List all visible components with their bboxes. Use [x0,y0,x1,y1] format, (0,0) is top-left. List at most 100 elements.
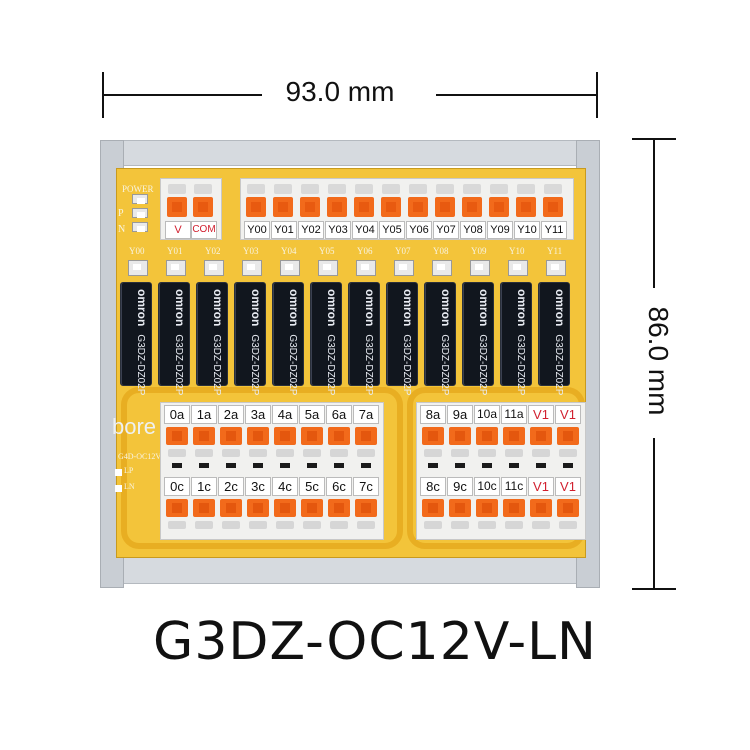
terminal-label: Y09 [487,221,513,239]
relay-brand: omron [249,289,263,327]
terminal-y08[interactable]: Y08 [460,181,486,239]
terminal-label: 10a [474,405,500,424]
relay-part: G3DZ-DZ02P [515,334,526,396]
terminal-y09[interactable]: Y09 [487,181,513,239]
terminal-label: 1c [191,477,217,496]
terminal-y11[interactable]: Y11 [541,181,567,239]
led-label: Y06 [357,246,373,256]
relay-part: G3DZ-DZ02P [287,334,298,396]
relay: omronG3DZ-DZ02P [272,282,304,395]
lp-marker [115,469,122,476]
status-led [432,260,452,276]
ln-marker [115,485,122,492]
status-led [242,260,262,276]
terminal-label: Y04 [352,221,378,239]
left-terminal-block: 0a 1a 2a 3a 4a 5a 6a 7a 0c 1c 2c 3c 4c 5… [160,402,384,540]
terminal-label: V1 [528,477,554,496]
height-label: 86.0 mm [643,306,674,416]
terminal-label: 1a [191,405,217,424]
led-label: Y03 [243,246,259,256]
terminal-label: V1 [555,405,581,424]
terminal-y04[interactable]: Y04 [352,181,378,239]
terminal-label: Y01 [271,221,297,239]
led-label: Y01 [167,246,183,256]
height-line-top [653,138,655,288]
bottom-rail [100,556,600,584]
terminal-y00[interactable]: Y00 [244,181,270,239]
terminal-label: 11a [501,405,527,424]
terminal-label: V1 [528,405,554,424]
relay: omronG3DZ-DZ02P [234,282,266,395]
relay: omronG3DZ-DZ02P [120,282,152,395]
relay-brand: omron [439,289,453,327]
relay-part: G3DZ-DZ02P [249,334,260,396]
terminal-label: 5c [299,477,325,496]
silk-power: POWER [122,184,154,194]
led-label: Y11 [547,246,563,256]
terminal-y06[interactable]: Y06 [406,181,432,239]
terminal-label: 0c [164,477,190,496]
terminal-label: 2c [218,477,244,496]
terminal-y07[interactable]: Y07 [433,181,459,239]
relay: omronG3DZ-DZ02P [462,282,494,395]
relay: omronG3DZ-DZ02P [158,282,190,395]
silk-lp: LP [124,466,134,475]
terminal-label-v: V [165,221,191,239]
led-label: Y05 [319,246,335,256]
terminal-label: 0a [164,405,190,424]
status-led [546,260,566,276]
width-label: 93.0 mm [285,76,395,107]
terminal-label: Y02 [298,221,324,239]
terminal-y10[interactable]: Y10 [514,181,540,239]
height-line-bottom [653,438,655,590]
terminal-y01[interactable]: Y01 [271,181,297,239]
terminal-y02[interactable]: Y02 [298,181,324,239]
terminal-v[interactable]: V [165,181,191,239]
relay-brand: omron [515,289,529,327]
led-label: Y10 [509,246,525,256]
led-label: Y00 [129,246,145,256]
power-led [132,194,148,204]
relay-part: G3DZ-DZ02P [553,334,564,396]
led-label: Y08 [433,246,449,256]
terminal-label: 3a [245,405,271,424]
led-label: Y04 [281,246,297,256]
terminal-label: 4a [272,405,298,424]
terminal-com[interactable]: COM [191,181,217,239]
silk-ln: LN [124,482,135,491]
pcb-trace [121,387,403,549]
terminal-label: 10c [474,477,500,496]
status-led [356,260,376,276]
relay: omronG3DZ-DZ02P [500,282,532,395]
terminal-label-com: COM [191,221,217,239]
terminal-y05[interactable]: Y05 [379,181,405,239]
relay-part: G3DZ-DZ02P [135,334,146,396]
silk-n: N [118,224,126,235]
terminal-label: 9a [447,405,473,424]
led-label: Y09 [471,246,487,256]
terminal-label: 8a [420,405,446,424]
terminal-label: 3c [245,477,271,496]
p-led [132,208,148,218]
relay-brand: omron [401,289,415,327]
status-led [470,260,490,276]
terminal-label: Y03 [325,221,351,239]
width-line-left [102,94,262,96]
terminal-label: 6c [326,477,352,496]
relay-brand: omron [173,289,187,327]
relay-brand: omron [363,289,377,327]
relay: omronG3DZ-DZ02P [196,282,228,395]
relay-brand: omron [325,289,339,327]
width-line-right [436,94,598,96]
terminal-label: 7a [353,405,379,424]
model-title: G3DZ-OC12V-LN [153,612,597,672]
relay-brand: omron [135,289,149,327]
relay: omronG3DZ-DZ02P [310,282,342,395]
relay-part: G3DZ-DZ02P [477,334,488,396]
status-led [318,260,338,276]
led-label: Y07 [395,246,411,256]
terminal-y03[interactable]: Y03 [325,181,351,239]
terminal-label: 9c [447,477,473,496]
terminal-label: 7c [353,477,379,496]
n-led [132,222,148,232]
